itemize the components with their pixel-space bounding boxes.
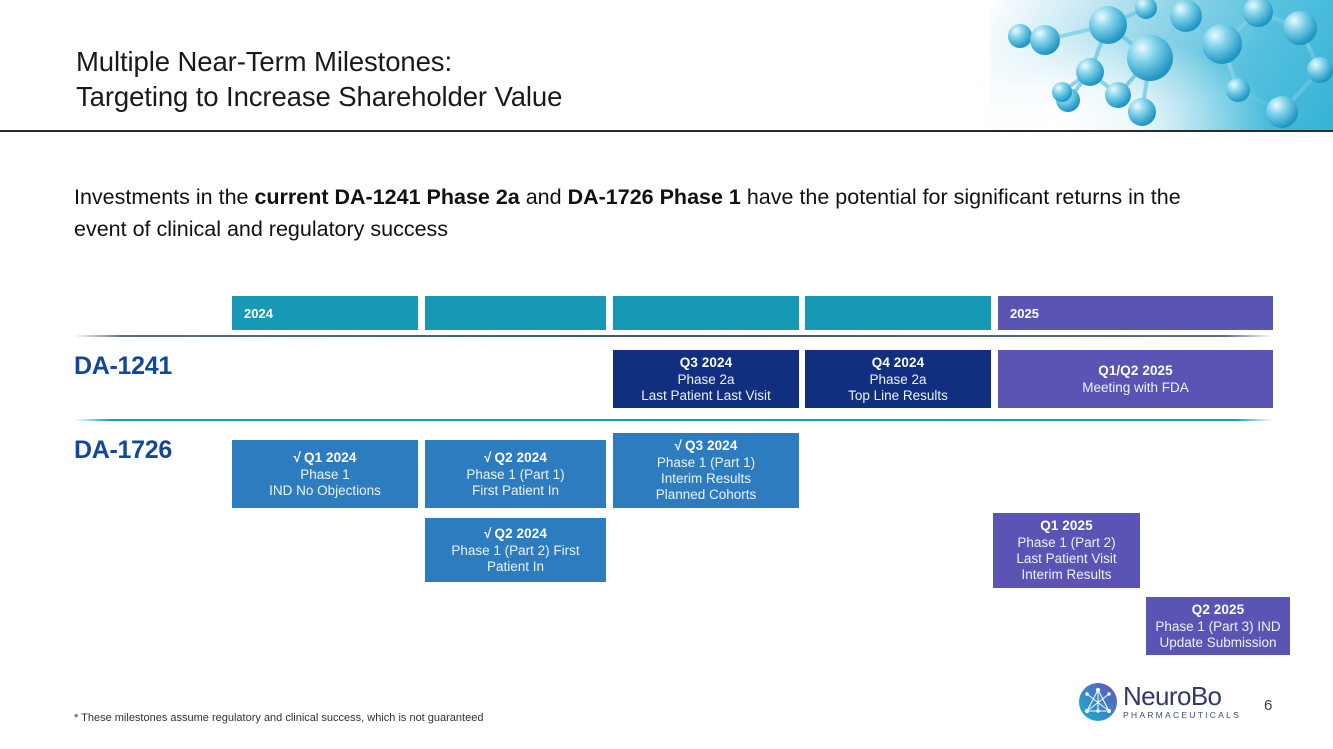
molecule-illustration (990, 0, 1333, 131)
milestone-quarter-label: Q3 2024 (679, 354, 733, 370)
milestone-quarter: √Q2 2024 (484, 526, 547, 542)
milestone-detail-line: Last Patient Last Visit (641, 387, 771, 403)
check-icon: √ (674, 438, 682, 453)
milestone-quarter: Q2 2025 (1192, 602, 1245, 618)
milestone-quarter: Q1/Q2 2025 (1098, 363, 1173, 379)
milestone-detail-line: Interim Results (1021, 567, 1112, 582)
milestone-detail-line: Phase 1 (Part 3) IND (1155, 618, 1281, 634)
milestone-detail-line: Phase 2a (869, 371, 927, 387)
milestone-quarter: Q4 2024 (872, 355, 925, 371)
company-logo: NeuroBo PHARMACEUTICALS (1078, 682, 1241, 722)
milestone-quarter-label: Q1/Q2 2025 (1098, 362, 1173, 378)
logo-subtitle: PHARMACEUTICALS (1123, 710, 1241, 720)
milestone-quarter-label: Q2 2024 (494, 449, 547, 465)
title-divider (0, 130, 1333, 132)
milestone-detail-line: Update Submission (1159, 634, 1277, 650)
page-number: 6 (1264, 697, 1273, 714)
footnote: * These milestones assume regulatory and… (74, 712, 484, 724)
milestone-detail-line: Phase 2a (677, 371, 735, 387)
milestone-quarter-label: Q1 2024 (304, 449, 357, 465)
year-segment-label: 2025 (1010, 305, 1039, 321)
logo-name: NeuroBo (1123, 681, 1222, 711)
milestone-detail-line: Top Line Results (848, 387, 948, 403)
milestone-detail-line: Phase 1 (Part 1) (466, 466, 565, 482)
intro-bold-1: current DA-1241 Phase 2a (254, 185, 520, 209)
row-label-da-1241: DA-1241 (74, 352, 172, 380)
milestone-detail-line: Phase 1 (300, 466, 350, 482)
milestone-detail-line: Patient In (486, 558, 545, 574)
row-label-da-1726: DA-1726 (74, 436, 172, 464)
milestone-detail-line: First Patient In (471, 482, 560, 498)
intro-text-2: and (519, 185, 568, 209)
title-line-1: Multiple Near-Term Milestones: (76, 46, 452, 77)
check-icon: √ (483, 449, 492, 465)
milestone-quarter: √Q3 2024 (674, 438, 737, 454)
milestone-detail-line: Phase 1 (Part 2) First (451, 542, 580, 558)
milestone-quarter: √Q1 2024 (293, 450, 356, 466)
year-segment-2024: 2024 (232, 296, 418, 330)
milestone-detail-line: Last Patient Visit (1016, 551, 1117, 566)
row-divider-2 (74, 419, 1273, 421)
milestone-quarter: Q1 2025 (1040, 518, 1093, 534)
milestone-quarter: √Q2 2024 (484, 450, 547, 466)
year-segment-label: 2024 (244, 305, 273, 321)
milestone-detail-line: Phase 1 (Part 2) (1017, 535, 1116, 550)
year-segment-q2 (425, 296, 606, 330)
milestone-detail-line: Planned Cohorts (655, 487, 757, 502)
milestone-detail-line: Meeting with FDA (1082, 379, 1189, 395)
year-segment-q4 (805, 296, 991, 330)
intro-text-3: have the potential for significant retur… (74, 185, 1181, 241)
milestone-quarter-label: Q3 2024 (685, 438, 738, 453)
milestone-quarter-label: Q2 2024 (494, 525, 547, 541)
row-divider-1 (74, 335, 1273, 337)
intro-bold-2: DA-1726 Phase 1 (567, 185, 741, 209)
milestone-quarter-label: Q2 2025 (1191, 601, 1245, 617)
milestone-quarter-label: Q4 2024 (871, 354, 925, 370)
year-segment-q3 (613, 296, 799, 330)
year-segment-2025: 2025 (998, 296, 1273, 330)
milestone-detail-line: IND No Objections (269, 482, 381, 498)
check-icon: √ (483, 525, 492, 541)
milestone-quarter: Q3 2024 (680, 355, 733, 371)
neurobo-logo-icon (1079, 683, 1117, 721)
check-icon: √ (293, 449, 301, 465)
title-line-2: Targeting to Increase Shareholder Value (76, 81, 563, 112)
milestone-detail-line: Interim Results (660, 471, 752, 486)
milestone-quarter-label: Q1 2025 (1040, 518, 1093, 533)
milestone-detail-line: Phase 1 (Part 1) (656, 455, 756, 470)
intro-paragraph: Investments in the current DA-1241 Phase… (74, 181, 1234, 245)
intro-text-1: Investments in the (74, 185, 255, 209)
page-title: Multiple Near-Term Milestones: Targeting… (76, 44, 562, 114)
